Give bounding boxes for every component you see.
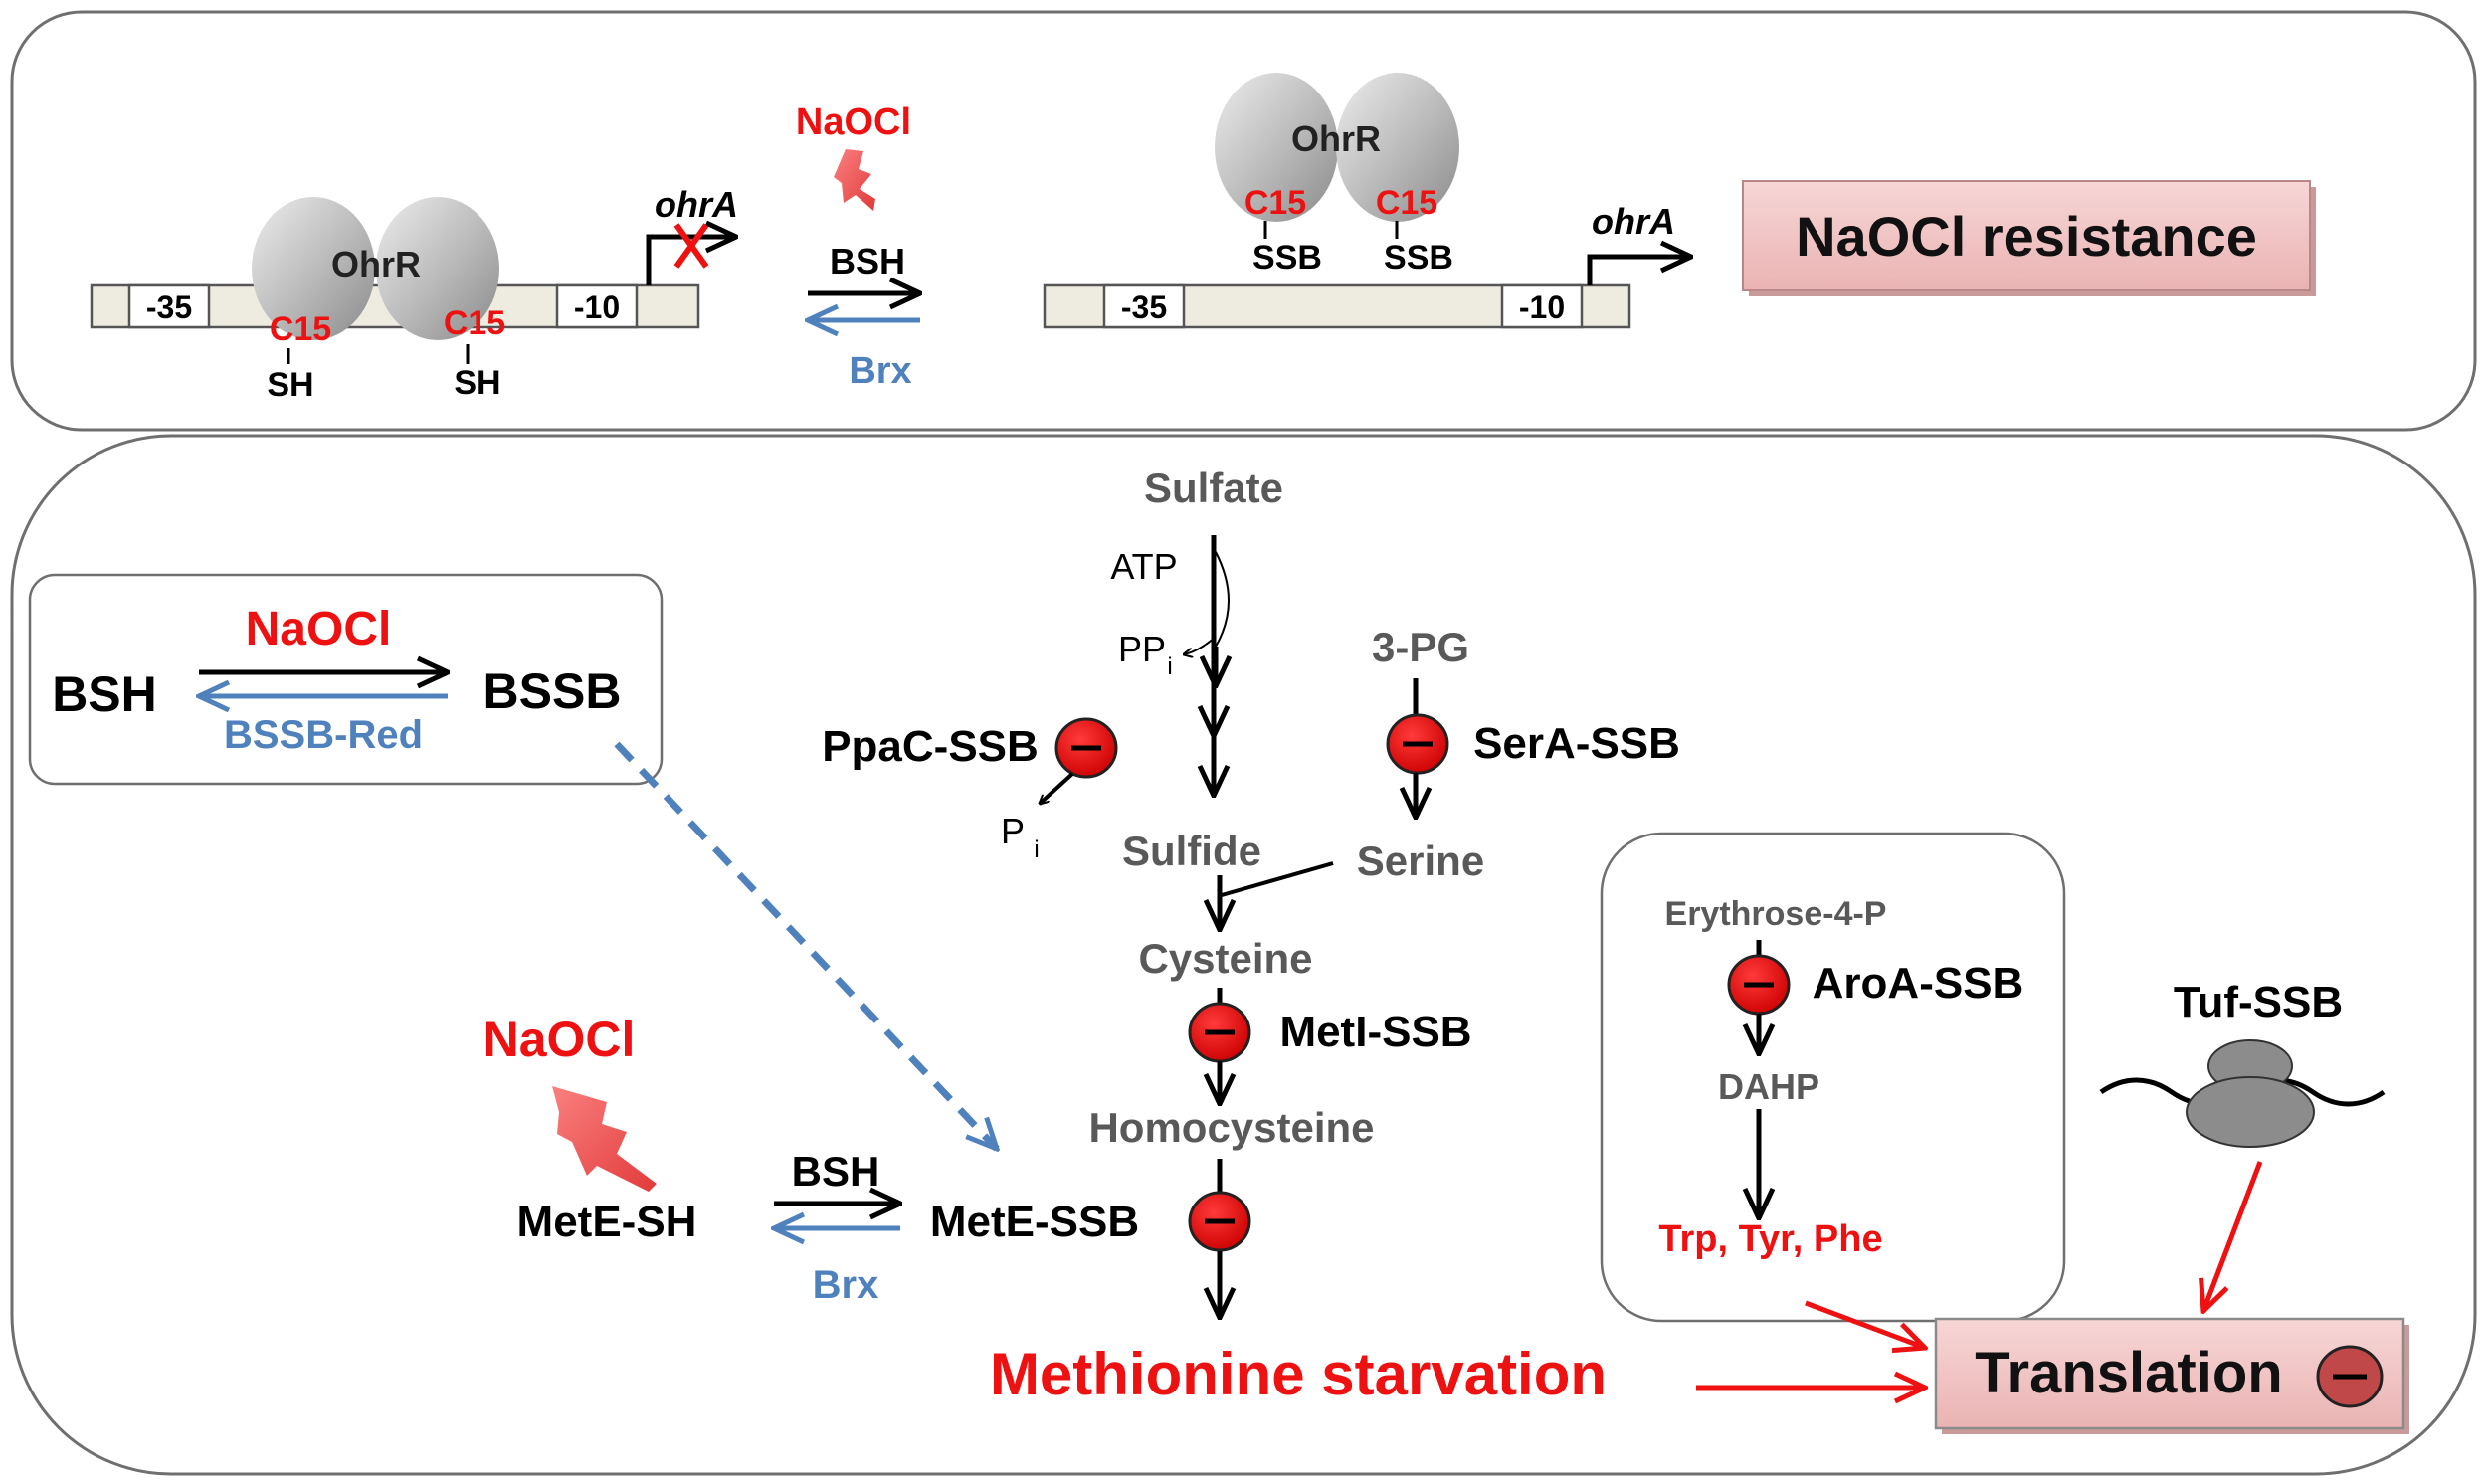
top-brx-label: Brx bbox=[849, 350, 911, 392]
bsh-bssb-box: BSH BSSB NaOCl BSSB-Red bbox=[28, 573, 664, 786]
right-ssb-right: SSB bbox=[1384, 239, 1453, 277]
blocked-transcription-icon bbox=[673, 223, 709, 269]
translation-label: Translation bbox=[1975, 1341, 2282, 1405]
three-pg-label: 3-PG bbox=[1372, 624, 1469, 670]
mete-naocl-label: NaOCl bbox=[483, 1012, 636, 1067]
svg-text:PP: PP bbox=[1118, 629, 1166, 669]
aroa-inhibitor-icon bbox=[1727, 954, 1791, 1016]
sera-label: SerA-SSB bbox=[1473, 719, 1680, 768]
top-bsh-label: BSH bbox=[830, 241, 905, 281]
svg-text:P: P bbox=[1001, 811, 1025, 851]
right-c15-left: C15 bbox=[1244, 184, 1306, 222]
homocysteine-label: Homocysteine bbox=[1088, 1104, 1374, 1151]
tuf-group: Tuf-SSB bbox=[2099, 978, 2386, 1311]
bssb-red-label: BSSB-Red bbox=[224, 713, 423, 757]
methionine-starvation-label: Methionine starvation bbox=[990, 1341, 1607, 1407]
bssb-label: BSSB bbox=[483, 663, 622, 719]
mete-bsh-label: BSH bbox=[792, 1148, 880, 1195]
bsh-label: BSH bbox=[52, 666, 157, 722]
sulfide-label: Sulfide bbox=[1122, 828, 1261, 874]
svg-text:i: i bbox=[1034, 836, 1039, 863]
mete-inhibitor-icon bbox=[1188, 1191, 1251, 1252]
right-gene-label: ohrA bbox=[1592, 201, 1675, 242]
mete-sh-label: MetE-SH bbox=[517, 1198, 697, 1246]
erythrose-label: Erythrose-4-P bbox=[1665, 895, 1887, 933]
sulfate-label: Sulfate bbox=[1144, 464, 1283, 511]
cysteine-label: Cysteine bbox=[1138, 935, 1312, 982]
ribosome-icon bbox=[2186, 1039, 2315, 1148]
ppi-label: PP i bbox=[1118, 629, 1173, 680]
right-box-10: -10 bbox=[1519, 289, 1565, 325]
left-ohrr-dimer: OhrR C15 C15 SH SH bbox=[252, 197, 505, 404]
serine-label: Serine bbox=[1357, 837, 1484, 884]
pi-label: P i bbox=[1001, 811, 1040, 863]
top-redox-switch: NaOCl BSH Brx bbox=[796, 101, 920, 392]
right-ohrr-label: OhrR bbox=[1291, 118, 1381, 159]
left-gene-label: ohrA bbox=[655, 184, 738, 225]
mete-redox: NaOCl MetE-SH BSH Brx bbox=[483, 1012, 900, 1307]
right-ohrr-dimer: OhrR C15 C15 SSB SSB bbox=[1215, 73, 1459, 277]
left-sh-right: SH bbox=[454, 364, 500, 402]
atp-label: ATP bbox=[1110, 546, 1177, 587]
resistance-label: NaOCl resistance bbox=[1796, 205, 2257, 268]
translation-box: Translation bbox=[1934, 1317, 2409, 1434]
aromatic-products-label: Trp, Tyr, Phe bbox=[1658, 1218, 1882, 1260]
right-ssb-left: SSB bbox=[1252, 239, 1322, 277]
aromatic-to-translation-arrow bbox=[1805, 1300, 1925, 1348]
sulfate-pathway: Sulfate ATP PP i PpaC-SSB P i Sulfide 3-… bbox=[822, 464, 1680, 1407]
aroa-label: AroA-SSB bbox=[1813, 959, 2024, 1008]
right-box-35: -35 bbox=[1121, 289, 1167, 325]
aromatic-box: Erythrose-4-P AroA-SSB DAHP Trp, Tyr, Ph… bbox=[1600, 832, 2066, 1323]
ppac-inhibitor-icon bbox=[1054, 717, 1118, 779]
resistance-box: NaOCl resistance bbox=[1742, 180, 2316, 296]
meti-inhibitor-icon bbox=[1188, 1002, 1251, 1063]
left-c15-right: C15 bbox=[444, 304, 505, 342]
tuf-label: Tuf-SSB bbox=[2174, 978, 2343, 1026]
sera-inhibitor-icon bbox=[1386, 713, 1449, 775]
ppac-label: PpaC-SSB bbox=[822, 722, 1039, 771]
right-c15-right: C15 bbox=[1376, 184, 1437, 222]
translation-inhibitor-icon bbox=[2316, 1345, 2384, 1408]
meti-label: MetI-SSB bbox=[1279, 1008, 1471, 1056]
left-box-35: -35 bbox=[146, 289, 192, 325]
left-c15-left: C15 bbox=[270, 310, 331, 348]
dahp-label: DAHP bbox=[1718, 1066, 1819, 1107]
bssb-to-mete-arrow bbox=[614, 741, 997, 1149]
mete-lightning-icon bbox=[552, 1086, 657, 1192]
top-lightning-icon bbox=[834, 149, 875, 211]
left-box-10: -10 bbox=[574, 289, 620, 325]
mete-ssb-label: MetE-SSB bbox=[930, 1198, 1139, 1246]
left-sh-left: SH bbox=[267, 366, 313, 404]
top-naocl-label: NaOCl bbox=[796, 101, 911, 143]
right-promoter: -35 -10 ohrA bbox=[1043, 201, 1691, 329]
box-naocl-label: NaOCl bbox=[246, 603, 392, 655]
left-ohrr-label: OhrR bbox=[331, 244, 421, 284]
svg-text:i: i bbox=[1167, 653, 1172, 680]
mete-brx-label: Brx bbox=[813, 1263, 879, 1307]
